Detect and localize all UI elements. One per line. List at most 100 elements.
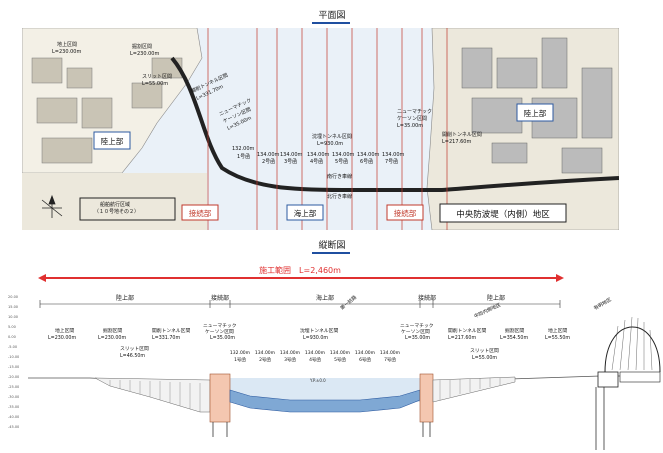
plan-buildings-right <box>461 37 613 174</box>
sub-pneu-r: ニューマチック <box>400 323 434 329</box>
sub-box-l-len: L=331.70m <box>152 335 180 341</box>
sub-slit-r: スリット区間 <box>470 348 499 354</box>
plan-title-underline <box>312 22 350 24</box>
seg-joint-right: 接続部 <box>418 294 436 302</box>
seg-land-left: 陸上部 <box>116 294 134 302</box>
callout-land-right: 陸上部 <box>516 103 554 122</box>
plan-pneu-r2: ケーソン区間 <box>397 115 427 122</box>
sub-ground-r-len: L=55.50m <box>545 335 570 341</box>
callout-land-left-text: 陸上部 <box>101 136 124 146</box>
lvl-4: 0.00 <box>8 335 16 339</box>
sub-pneu-r2: ケーソン区間 <box>401 328 430 335</box>
callout-sea-text: 海上部 <box>294 208 317 218</box>
lvl-9: -25.00 <box>8 385 19 389</box>
lvl-11: -35.00 <box>8 405 19 409</box>
lvl-1: 15.00 <box>8 305 18 309</box>
plan-title: 平面図 <box>318 11 346 21</box>
plan-road-alignment <box>170 56 619 192</box>
lvl-6: -10.00 <box>8 355 19 359</box>
plan-view-diagram: 地上区間 L=230.00m 掘割区間 L=230.00m スリット区間 L=5… <box>22 28 619 230</box>
elevation-scale: 20.00 15.00 10.00 5.00 0.00 -5.00 -10.00… <box>8 295 19 429</box>
lvl-12: -40.00 <box>8 415 19 419</box>
callout-joint-right: 接続部 <box>386 204 424 221</box>
lvl-7: -15.00 <box>8 365 19 369</box>
cut-hatch-left <box>109 380 201 412</box>
el-len-6: 134.00m <box>355 350 375 356</box>
seg-land-right: 陸上部 <box>487 294 505 302</box>
callout-district-text: 中央防波堤（内側）地区 <box>456 209 550 220</box>
segment-ticks <box>39 300 561 308</box>
el-len-4: 134.00m <box>305 350 325 356</box>
callout-joint-left-text: 接続部 <box>189 208 212 218</box>
seg-sea: 海上部 <box>316 294 334 302</box>
plan-box-r: 開削トンネル区間 <box>442 131 482 138</box>
cut-section-left <box>94 377 211 413</box>
plan-box7: 7号函 <box>385 158 398 165</box>
callout-joint-left: 接続部 <box>181 204 219 221</box>
plan-len134f: 134.00m <box>382 152 404 158</box>
plan-slit-label: スリット区間 <box>142 74 172 80</box>
profile-title: 縦断図 <box>318 241 346 251</box>
plan-ship-area: 船舶航行区域 <box>100 201 130 208</box>
piles <box>212 387 605 450</box>
lvl-2: 10.00 <box>8 315 18 319</box>
sub-pneu-r-len: L=35.00m <box>405 335 430 341</box>
water-level-text: Y.P.±0.0 <box>309 378 326 383</box>
lvl-3: 5.00 <box>8 325 16 329</box>
plan-pneu-r-len: L=35.00m <box>397 123 423 129</box>
profile-title-underline <box>312 252 350 254</box>
sub-no1-route: 第一航路 <box>339 294 358 312</box>
plan-ship-area2: （１０号地その２） <box>94 208 139 215</box>
lvl-0: 20.00 <box>8 295 18 299</box>
plan-box6: 6号函 <box>360 158 373 165</box>
cut-hatch-right <box>439 378 501 400</box>
plan-ground-label: 地上区間 <box>57 41 77 48</box>
el-5: 5号函 <box>334 356 346 363</box>
plan-pneu-r: ニューマチック <box>397 109 432 115</box>
sub-immersed: 沈埋トンネル区間 <box>300 327 338 334</box>
plan-box5: 5号函 <box>335 158 348 165</box>
plan-box1: 1号函 <box>237 153 250 160</box>
plan-south: 南行き車線 <box>327 173 352 180</box>
plan-north: 北行き車線 <box>327 193 352 200</box>
callout-sea: 海上部 <box>286 204 324 221</box>
lvl-5: -5.00 <box>8 345 17 349</box>
sub-cut-l: 掘割区間 <box>103 327 122 334</box>
plan-immersed-len: L=930.0m <box>317 141 343 147</box>
seg-joint-left: 接続部 <box>211 294 229 302</box>
plan-box3: 3号函 <box>284 158 297 165</box>
plan-len134b: 134.00m <box>280 152 302 158</box>
plan-len132: 132.00m <box>232 146 254 152</box>
caisson-right <box>419 373 434 423</box>
el-3: 3号函 <box>284 356 296 363</box>
profile-view-diagram: 施工範囲 L=2,460m 陸上部 接続部 海上部 接続部 陸上部 地上区間 L… <box>8 265 661 450</box>
caisson-left <box>209 373 231 423</box>
sub-pneu-l2: ケーソン区間 <box>205 328 234 335</box>
callout-joint-right-text: 接続部 <box>394 208 417 218</box>
plan-box4: 4号函 <box>310 158 323 165</box>
plan-buildings-left <box>31 57 183 164</box>
sub-pneu-l: ニューマチック <box>203 323 237 329</box>
sub-box-r: 開削トンネル区間 <box>448 327 486 334</box>
sub-cut-r-len: L=354.50m <box>500 335 528 341</box>
construction-range-text: 施工範囲 L=2,460m <box>259 265 341 275</box>
lvl-10: -30.00 <box>8 395 19 399</box>
plan-ship-area-box <box>79 197 176 221</box>
el-len-5: 134.00m <box>330 350 350 356</box>
construction-range-arrow <box>38 274 564 282</box>
el-len-7: 134.00m <box>380 350 400 356</box>
el-len-1: 132.00m <box>230 350 250 356</box>
sub-cut-l-len: L=230.00m <box>98 335 126 341</box>
plan-box-r-len: L=217.60m <box>442 139 471 145</box>
callout-land-right-text: 陸上部 <box>524 108 547 118</box>
el-4: 4号函 <box>309 356 321 363</box>
sub-immersed-len: L=930.0m <box>303 335 328 341</box>
sub-ground-l-len: L=230.00m <box>48 335 76 341</box>
sub-slit-l: スリット区間 <box>120 346 149 352</box>
north-arrow-icon <box>41 194 63 218</box>
lvl-8: -20.00 <box>8 375 19 379</box>
callout-district: 中央防波堤（内側）地区 <box>439 203 567 223</box>
cut-section-right <box>432 376 516 403</box>
sub-box-l: 開削トンネル区間 <box>152 327 190 334</box>
sub-ground-l: 地上区間 <box>55 327 74 334</box>
